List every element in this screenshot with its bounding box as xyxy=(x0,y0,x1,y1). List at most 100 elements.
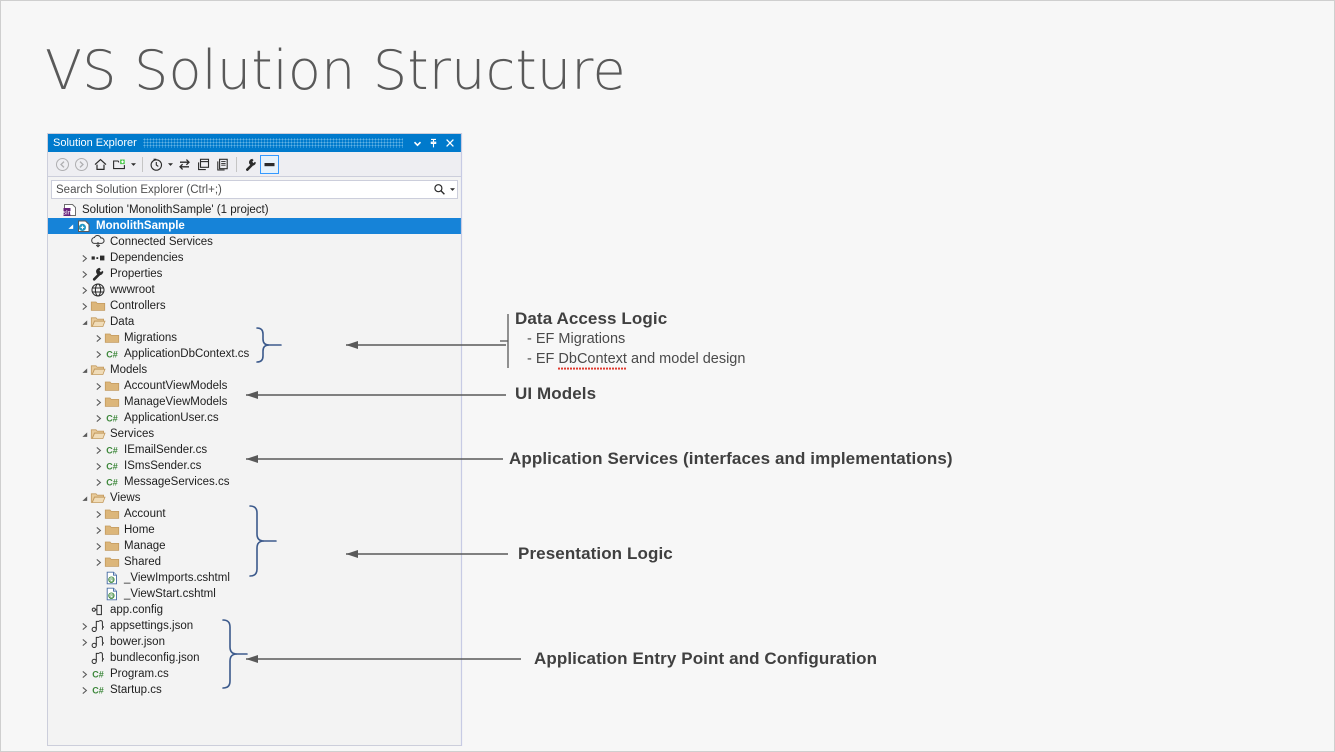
chevron-right-icon[interactable] xyxy=(79,666,90,682)
chevron-right-icon[interactable] xyxy=(79,266,90,282)
tree-item-applicationuser[interactable]: C#ApplicationUser.cs xyxy=(48,410,461,426)
search-solution-explorer[interactable]: Search Solution Explorer (Ctrl+;) xyxy=(51,180,458,199)
search-icon[interactable] xyxy=(431,183,447,196)
wrench-icon xyxy=(90,266,106,282)
tree-item-label: Migrations xyxy=(124,332,178,344)
tree-item-bundleconfig[interactable]: bundleconfig.json xyxy=(48,650,461,666)
solution-explorer-window: Solution Explorer xyxy=(47,133,462,746)
solution-explorer-title: Solution Explorer xyxy=(53,137,137,149)
home-icon[interactable] xyxy=(91,155,110,174)
tree-item-bower[interactable]: bower.json xyxy=(48,634,461,650)
solution-icon: sln xyxy=(62,202,78,218)
switch-views-dropdown-icon[interactable] xyxy=(129,155,138,174)
tree-item-data[interactable]: Data xyxy=(48,314,461,330)
csharp-icon: C# xyxy=(104,410,120,426)
tree-item-dependencies[interactable]: Dependencies xyxy=(48,250,461,266)
tree-item-viewstart[interactable]: @_ViewStart.cshtml xyxy=(48,586,461,602)
chevron-down-icon[interactable] xyxy=(65,218,76,234)
tree-item-messageservices[interactable]: C#MessageServices.cs xyxy=(48,474,461,490)
chevron-right-icon[interactable] xyxy=(79,298,90,314)
tree-item-manage[interactable]: Manage xyxy=(48,538,461,554)
collapse-all-icon[interactable] xyxy=(194,155,213,174)
page-title: VS Solution Structure xyxy=(45,39,626,102)
tree-item-models[interactable]: Models xyxy=(48,362,461,378)
csharp-icon: C# xyxy=(104,346,120,362)
pin-icon[interactable] xyxy=(426,136,441,151)
folder-open-icon xyxy=(90,490,106,506)
tree-item-appsettings[interactable]: appsettings.json xyxy=(48,618,461,634)
chevron-right-icon[interactable] xyxy=(93,506,104,522)
tree-item-accountviewmodels[interactable]: AccountViewModels xyxy=(48,378,461,394)
switch-views-icon[interactable] xyxy=(110,155,129,174)
chevron-down-icon[interactable] xyxy=(79,426,90,442)
tree-item-label: Solution 'MonolithSample' (1 project) xyxy=(82,204,269,216)
pending-changes-icon[interactable] xyxy=(147,155,166,174)
folder-icon xyxy=(104,522,120,538)
solution-tree[interactable]: sln Solution 'MonolithSample' (1 project)… xyxy=(48,202,461,698)
wrench-icon[interactable] xyxy=(241,155,260,174)
tree-item-controllers[interactable]: Controllers xyxy=(48,298,461,314)
chevron-down-icon[interactable] xyxy=(79,490,90,506)
tree-item-manageviewmodels[interactable]: ManageViewModels xyxy=(48,394,461,410)
sync-icon[interactable] xyxy=(175,155,194,174)
expander-placeholder xyxy=(51,202,62,218)
tree-item-ismssender[interactable]: C#ISmsSender.cs xyxy=(48,458,461,474)
properties-window-icon[interactable] xyxy=(213,155,232,174)
chevron-right-icon[interactable] xyxy=(93,522,104,538)
chevron-right-icon[interactable] xyxy=(79,618,90,634)
close-icon[interactable] xyxy=(442,136,457,151)
tree-item-label: Data xyxy=(110,316,135,328)
chevron-down-icon[interactable] xyxy=(79,362,90,378)
svg-text:C#: C# xyxy=(92,686,104,696)
spellcheck-error-word: DbContext xyxy=(558,351,627,370)
tree-item-services[interactable]: Services xyxy=(48,426,461,442)
chevron-right-icon[interactable] xyxy=(93,554,104,570)
tree-item-solution[interactable]: sln Solution 'MonolithSample' (1 project) xyxy=(48,202,461,218)
search-options-chevron-icon[interactable] xyxy=(447,186,457,193)
tree-item-connected-services[interactable]: Connected Services xyxy=(48,234,461,250)
tree-item-project[interactable]: MonolithSample xyxy=(48,218,461,234)
folder-open-icon xyxy=(90,426,106,442)
tree-item-shared[interactable]: Shared xyxy=(48,554,461,570)
pending-changes-dropdown-icon[interactable] xyxy=(166,155,175,174)
tree-item-label: Views xyxy=(110,492,141,504)
chevron-right-icon[interactable] xyxy=(79,634,90,650)
chevron-right-icon[interactable] xyxy=(93,442,104,458)
tree-item-applicationdbcontext[interactable]: C#ApplicationDbContext.cs xyxy=(48,346,461,362)
titlebar-drag-grip[interactable] xyxy=(142,138,403,148)
tree-item-account[interactable]: Account xyxy=(48,506,461,522)
forward-arrow-icon[interactable] xyxy=(72,155,91,174)
folder-open-icon xyxy=(90,362,106,378)
toolbar-separator xyxy=(236,156,237,172)
chevron-right-icon[interactable] xyxy=(93,474,104,490)
tree-item-appconfig[interactable]: app.config xyxy=(48,602,461,618)
chevron-right-icon[interactable] xyxy=(93,458,104,474)
chevron-right-icon[interactable] xyxy=(93,330,104,346)
chevron-right-icon[interactable] xyxy=(79,250,90,266)
chevron-right-icon[interactable] xyxy=(93,346,104,362)
tree-item-iemailsender[interactable]: C#IEmailSender.cs xyxy=(48,442,461,458)
tree-item-home[interactable]: Home xyxy=(48,522,461,538)
back-arrow-icon[interactable] xyxy=(53,155,72,174)
preview-selected-items-icon[interactable] xyxy=(260,154,279,174)
tree-item-label: _ViewStart.cshtml xyxy=(124,588,216,600)
chevron-right-icon[interactable] xyxy=(93,538,104,554)
tree-item-wwwroot[interactable]: wwwroot xyxy=(48,282,461,298)
tree-item-migrations[interactable]: Migrations xyxy=(48,330,461,346)
chevron-right-icon[interactable] xyxy=(93,394,104,410)
chevron-down-icon[interactable] xyxy=(410,136,425,151)
chevron-right-icon[interactable] xyxy=(93,378,104,394)
chevron-right-icon[interactable] xyxy=(79,282,90,298)
chevron-down-icon[interactable] xyxy=(79,314,90,330)
tree-item-viewimports[interactable]: @_ViewImports.cshtml xyxy=(48,570,461,586)
svg-text:C#: C# xyxy=(106,478,118,488)
tree-item-startup[interactable]: C#Startup.cs xyxy=(48,682,461,698)
tree-item-program[interactable]: C#Program.cs xyxy=(48,666,461,682)
chevron-right-icon[interactable] xyxy=(79,682,90,698)
chevron-right-icon[interactable] xyxy=(93,410,104,426)
tree-item-views[interactable]: Views xyxy=(48,490,461,506)
search-input[interactable]: Search Solution Explorer (Ctrl+;) xyxy=(56,183,222,196)
bullet-prefix: - EF xyxy=(527,351,559,367)
tree-item-properties[interactable]: Properties xyxy=(48,266,461,282)
annotation-heading: Data Access Logic xyxy=(515,309,668,328)
